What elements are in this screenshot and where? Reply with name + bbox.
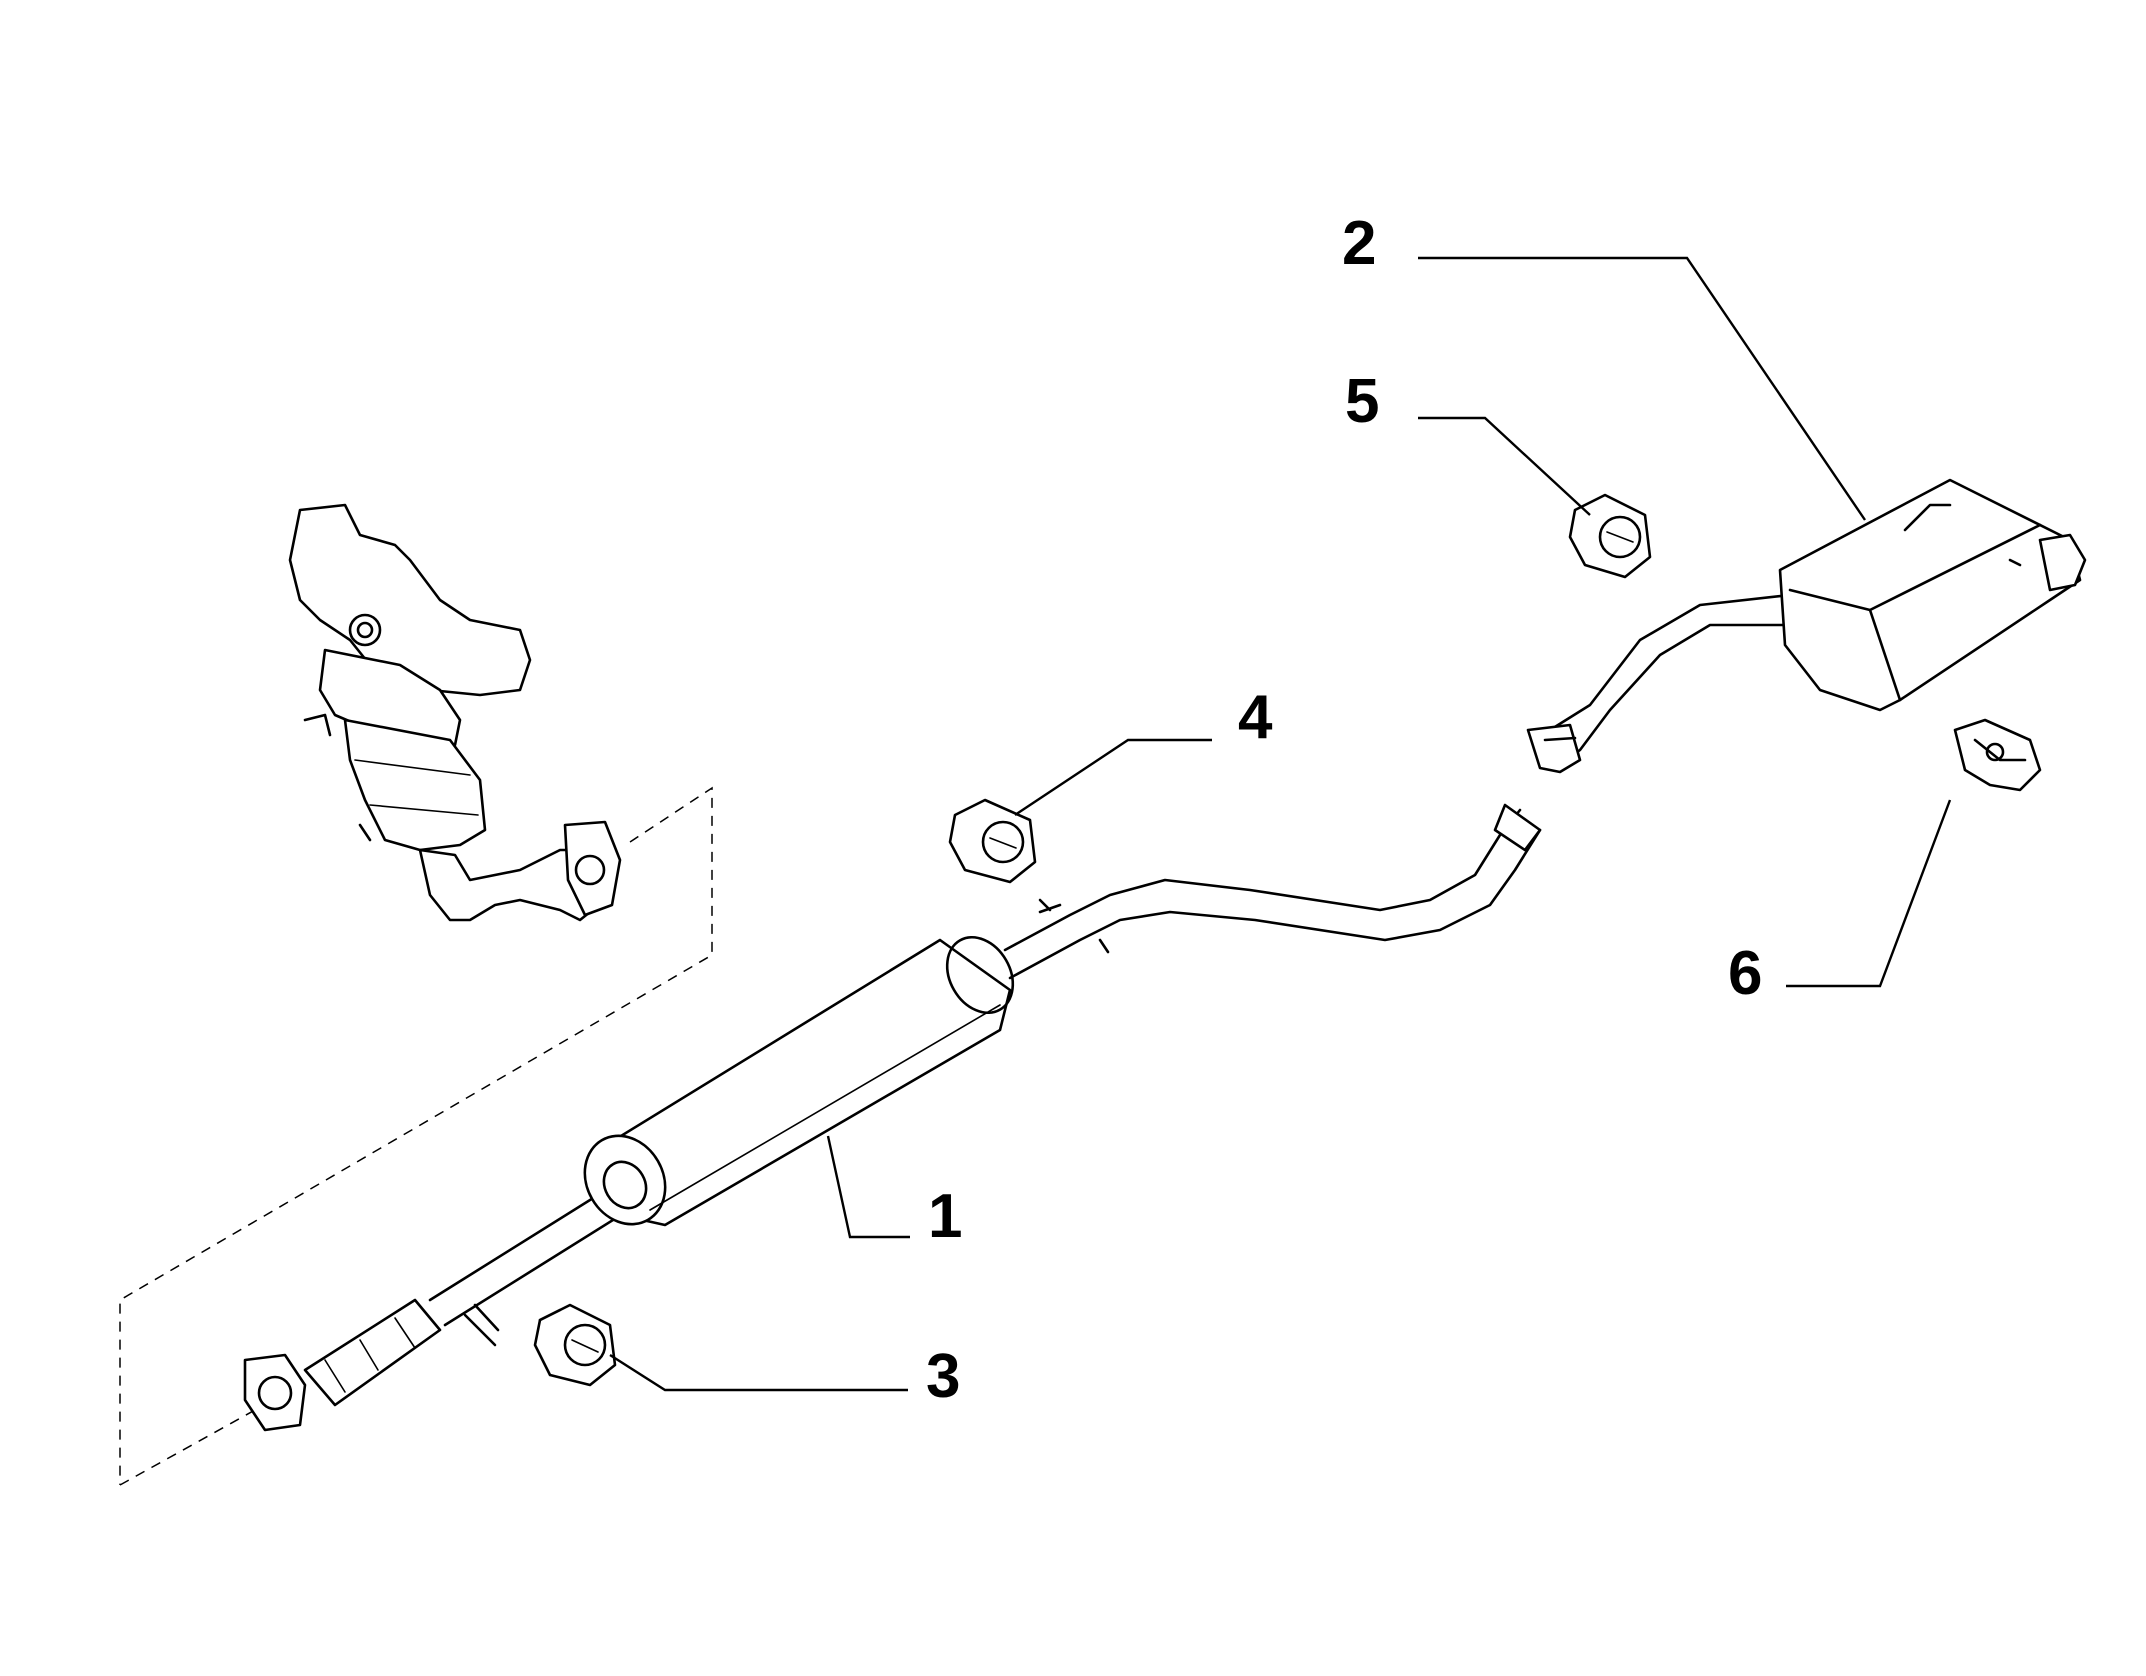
leader-lines [609,256,1952,1392]
rubber-mount-3 [533,1303,617,1387]
rubber-mount-6 [1953,718,2042,792]
callout-1: 1 [928,1182,962,1251]
exhaust-manifold-catalytic-converter [288,503,622,922]
leader-line-1 [826,1135,910,1239]
rubber-mount-4 [948,798,1037,884]
rubber-mount-5 [1568,493,1652,579]
callout-3: 3 [926,1342,960,1411]
callout-6: 6 [1728,939,1762,1008]
front-pipe-with-center-silencer [243,803,1542,1432]
callout-2: 2 [1342,209,1376,278]
leader-line-3 [609,1353,908,1392]
rear-silencer [1526,478,2087,774]
callout-5: 5 [1345,367,1379,436]
callout-4: 4 [1238,683,1273,752]
leader-line-2 [1418,256,1866,521]
leader-line-4 [1014,738,1212,816]
leader-line-5 [1418,416,1591,516]
callout-labels: 1 2 3 4 5 6 [926,209,1762,1411]
leader-line-6 [1786,799,1952,988]
